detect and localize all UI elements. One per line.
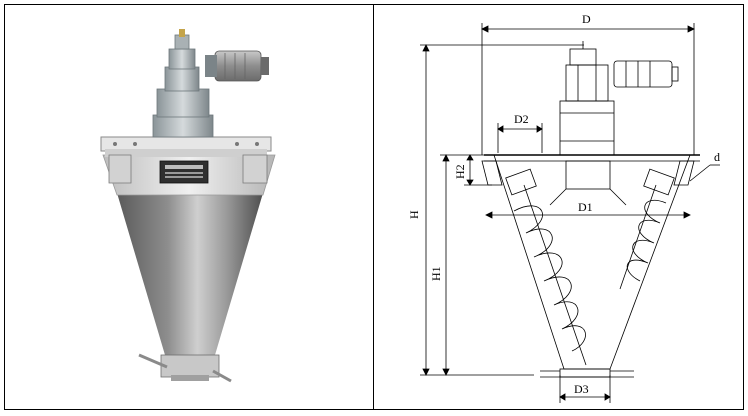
top-flange [100,136,272,152]
mixer-photo [100,29,276,383]
label-D3: D3 [574,382,589,396]
dimension-labels: D D2 D1 D3 H H1 H2 d [407,12,720,396]
cone-body [117,193,263,355]
outlet-valve [160,354,220,378]
label-H: H [407,210,421,219]
drive-base [152,114,214,138]
label-d: d [714,150,720,164]
label-D2: D2 [514,112,529,126]
right-screw-shaft [619,184,657,290]
dim-leader-d [689,164,711,182]
label-D: D [582,12,591,26]
right-screw-flights [626,199,667,282]
left-bracket [108,154,132,184]
right-bracket [242,154,268,184]
photo-panel [4,4,374,410]
label-H1: H1 [429,266,443,281]
label-D1: D1 [578,200,593,214]
dimension-drawing [420,23,720,403]
drawing-panel: D D2 D1 D3 H H1 H2 d [373,4,744,410]
label-H2: H2 [453,164,467,179]
left-screw-flights [513,205,586,352]
motor-body [214,50,262,82]
